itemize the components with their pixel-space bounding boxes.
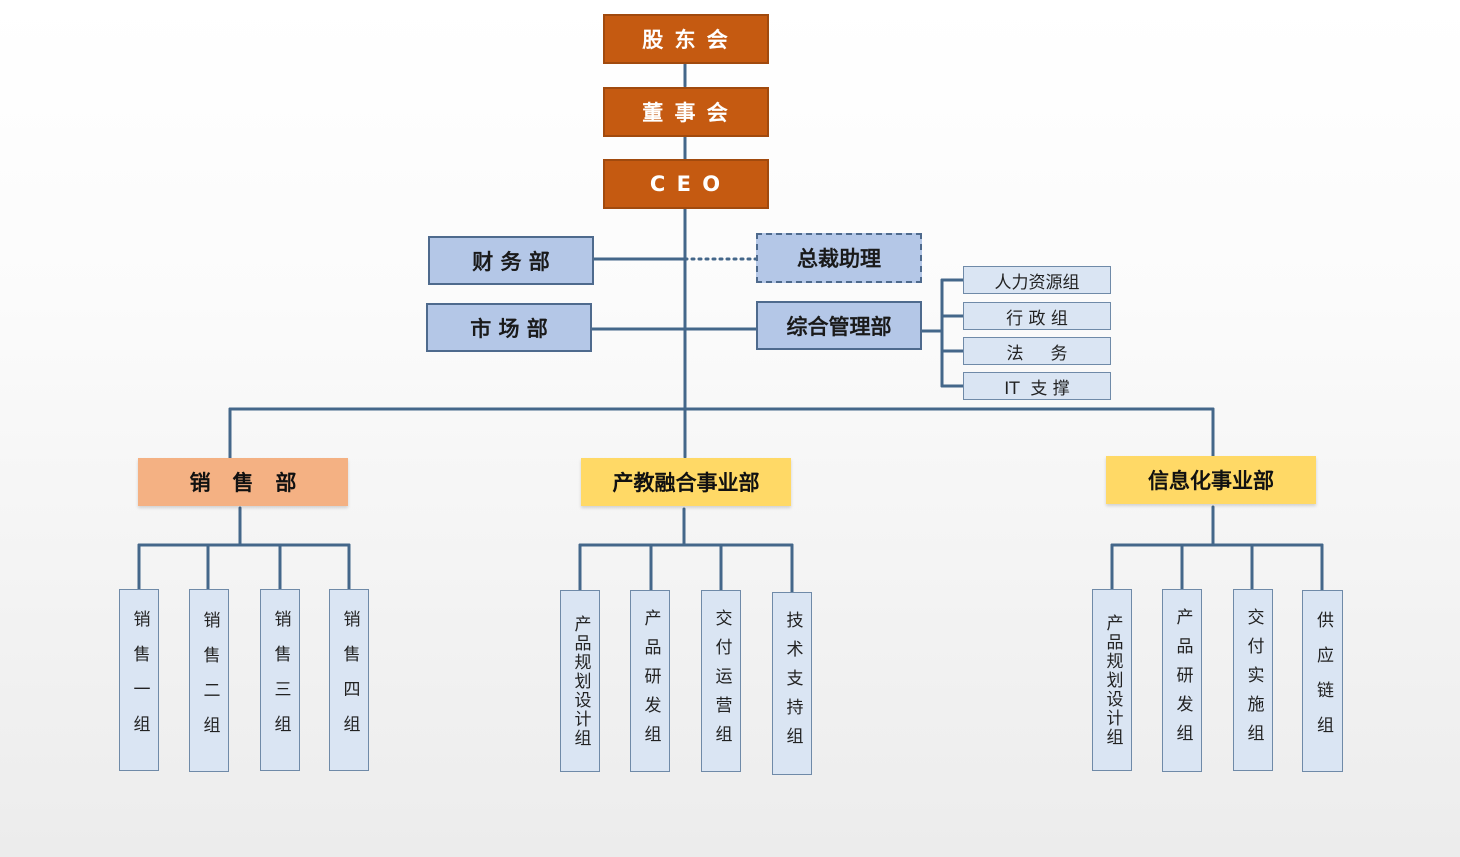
info-product-rd-group-label: 产品研发组 <box>1172 608 1193 753</box>
ie-product-rd-group-box: 产品研发组 <box>630 590 670 772</box>
ie-delivery-operation-group-label: 交付运营组 <box>711 608 732 754</box>
sales-group-4-box: 销售四组 <box>329 589 369 771</box>
finance-label: 财 务 部 <box>472 249 550 274</box>
industry-education-division-box: 产教融合事业部 <box>581 458 791 506</box>
assistant-box: 总裁助理 <box>756 233 922 283</box>
shareholders-label: 股 东 会 <box>642 28 730 52</box>
hr-group-box: 人力资源组 <box>963 266 1111 294</box>
finance-box: 财 务 部 <box>428 236 594 285</box>
info-supply-chain-group-box: 供应链组 <box>1302 590 1343 772</box>
ie-product-planning-group-box: 产品规划设计组 <box>560 590 600 772</box>
admin-group-box: 行 政 组 <box>963 302 1111 330</box>
admin-mgmt-label: 综合管理部 <box>786 314 892 339</box>
sales-group-3-label: 销售三组 <box>270 610 291 750</box>
assistant-label: 总裁助理 <box>797 247 881 271</box>
ie-product-planning-group-label: 产品规划设计组 <box>570 614 591 748</box>
ie-tech-support-group-box: 技术支持组 <box>772 592 812 775</box>
hr-group-label: 人力资源组 <box>994 272 1080 293</box>
info-product-planning-group-box: 产品规划设计组 <box>1092 589 1132 771</box>
sales-group-3-box: 销售三组 <box>260 589 300 771</box>
info-product-rd-group-box: 产品研发组 <box>1162 589 1202 772</box>
sales-group-1-box: 销售一组 <box>119 589 159 771</box>
board-label: 董 事 会 <box>642 101 730 125</box>
info-supply-chain-group-label: 供应链组 <box>1313 611 1333 751</box>
legal-group-label: 法 务 <box>1006 343 1068 364</box>
sales-group-2-box: 销售二组 <box>189 589 229 772</box>
admin-mgmt-box: 综合管理部 <box>756 301 922 350</box>
sales-division-box: 销 售 部 <box>138 458 348 506</box>
ie-product-rd-group-label: 产品研发组 <box>640 608 661 754</box>
ie-tech-support-group-label: 技术支持组 <box>782 611 803 756</box>
sales-division-label: 销 售 部 <box>189 471 297 495</box>
info-delivery-implementation-group-box: 交付实施组 <box>1233 589 1273 771</box>
ie-delivery-operation-group-box: 交付运营组 <box>701 590 741 772</box>
admin-group-label: 行 政 组 <box>1006 308 1068 329</box>
ceo-box: C E O <box>603 159 769 209</box>
informatization-division-label: 信息化事业部 <box>1148 469 1274 493</box>
board-box: 董 事 会 <box>603 87 769 137</box>
marketing-box: 市 场 部 <box>426 303 592 352</box>
informatization-division-box: 信息化事业部 <box>1106 456 1316 504</box>
sales-group-2-label: 销售二组 <box>199 610 220 751</box>
info-product-planning-group-label: 产品规划设计组 <box>1102 613 1123 747</box>
info-delivery-implementation-group-label: 交付实施组 <box>1243 607 1264 753</box>
shareholders-box: 股 东 会 <box>603 14 769 64</box>
sales-group-4-label: 销售四组 <box>339 610 360 750</box>
ceo-label: C E O <box>649 172 723 196</box>
industry-education-division-label: 产教融合事业部 <box>612 471 760 495</box>
sales-group-1-label: 销售一组 <box>129 610 150 750</box>
it-support-group-label: IT 支 撑 <box>1004 378 1070 399</box>
legal-group-box: 法 务 <box>963 337 1111 365</box>
marketing-label: 市 场 部 <box>470 316 548 341</box>
it-support-group-box: IT 支 撑 <box>963 372 1111 400</box>
